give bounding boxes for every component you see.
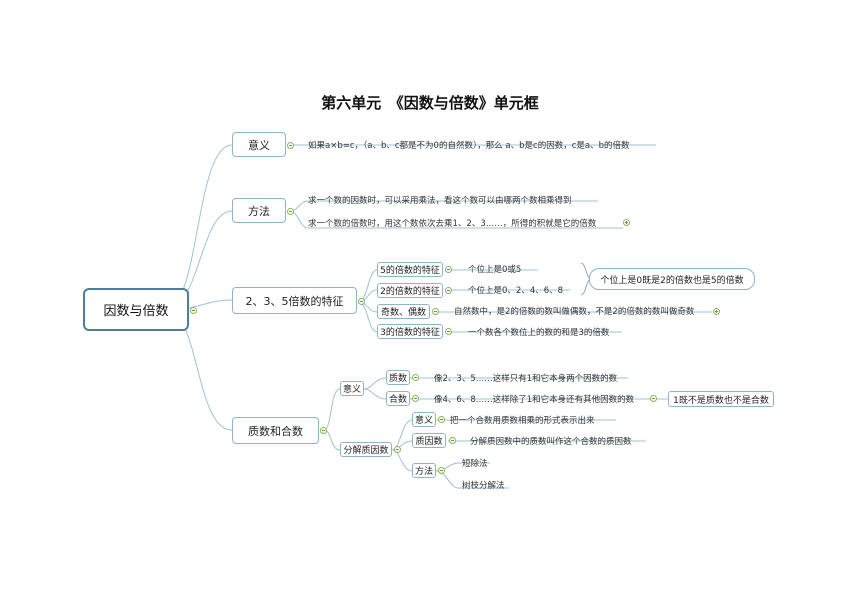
prime-factor-collapse-toggle[interactable] bbox=[449, 437, 456, 444]
method-multiple-text: 求一个数的倍数时，用这个数依次去乘1、2、3……，所得的积就是它的倍数 bbox=[308, 219, 597, 229]
factorization-meaning-collapse-toggle[interactable] bbox=[438, 416, 445, 423]
factorization-method-node[interactable]: 方法 bbox=[412, 463, 436, 478]
feature-three-collapse-toggle[interactable] bbox=[445, 328, 452, 335]
factorization-collapse-toggle[interactable] bbox=[394, 446, 401, 453]
page-title: 第六单元 《因数与倍数》单元框 bbox=[321, 94, 539, 112]
branch-primes-collapse-toggle[interactable] bbox=[320, 427, 327, 434]
one-note-text: 1既不是质数也不是合数 bbox=[673, 395, 769, 406]
feature-odd-even-label: 奇数、偶数 bbox=[380, 308, 426, 318]
factorization-meaning-node[interactable]: 意义 bbox=[412, 412, 436, 427]
feature-five-label: 5的倍数的特征 bbox=[380, 266, 440, 276]
factorization-method-collapse-toggle[interactable] bbox=[438, 467, 445, 474]
factorization-node[interactable]: 分解质因数 bbox=[340, 442, 392, 457]
branch-features-label: 2、3、5倍数的特征 bbox=[245, 294, 344, 308]
prime-collapse-toggle[interactable] bbox=[412, 374, 419, 381]
feature-three-node[interactable]: 3的倍数的特征 bbox=[377, 324, 443, 339]
branch-meaning-label: 意义 bbox=[248, 138, 270, 152]
feature-five-text: 个位上是0或5 bbox=[468, 265, 522, 275]
branch-meaning-collapse-toggle[interactable] bbox=[287, 142, 294, 149]
method-multiple-expand-toggle[interactable] bbox=[623, 219, 630, 226]
factorization-meaning-text: 把一个合数用质数相乘的形式表示出来 bbox=[450, 416, 595, 426]
feature-combined-text: 个位上是0既是2的倍数也是5的倍数 bbox=[600, 275, 744, 286]
factorization-label: 分解质因数 bbox=[343, 446, 389, 456]
feature-two-node[interactable]: 2的倍数的特征 bbox=[377, 283, 443, 298]
root-collapse-toggle[interactable] bbox=[190, 307, 197, 314]
composite-note-collapse-toggle[interactable] bbox=[650, 395, 657, 402]
meaning-definition-text: 如果a×b=c，（a、b、c都是不为0的自然数），那么 a、b是c的因数，c是a… bbox=[308, 141, 630, 151]
primes-meaning-node[interactable]: 意义 bbox=[340, 381, 364, 396]
feature-odd-even-collapse-toggle[interactable] bbox=[432, 308, 439, 315]
one-note-node[interactable]: 1既不是质数也不是合数 bbox=[668, 391, 774, 407]
feature-three-text: 一个数各个数位上的数的和是3的倍数 bbox=[468, 328, 610, 338]
short-division-text: 短除法 bbox=[462, 459, 488, 469]
feature-odd-even-text: 自然数中，是2的倍数的数叫做偶数，不是2的倍数的数叫做奇数 bbox=[454, 307, 695, 317]
feature-two-label: 2的倍数的特征 bbox=[380, 287, 440, 297]
feature-two-collapse-toggle[interactable] bbox=[445, 287, 452, 294]
composite-label: 合数 bbox=[388, 395, 407, 405]
feature-five-node[interactable]: 5的倍数的特征 bbox=[377, 262, 443, 277]
branch-primes[interactable]: 质数和合数 bbox=[232, 417, 319, 444]
factorization-meaning-label: 意义 bbox=[414, 416, 433, 426]
feature-odd-even-node[interactable]: 奇数、偶数 bbox=[377, 304, 430, 319]
feature-five-collapse-toggle[interactable] bbox=[445, 266, 452, 273]
prime-factor-text: 分解质因数中的质数叫作这个合数的质因数 bbox=[470, 437, 632, 447]
feature-combined-note[interactable]: 个位上是0既是2的倍数也是5的倍数 bbox=[589, 268, 755, 290]
prime-node[interactable]: 质数 bbox=[386, 370, 410, 385]
branch-method-label: 方法 bbox=[248, 204, 270, 218]
branch-primes-label: 质数和合数 bbox=[248, 424, 303, 438]
primes-meaning-label: 意义 bbox=[342, 385, 361, 395]
branch-method[interactable]: 方法 bbox=[232, 198, 286, 223]
branch-features[interactable]: 2、3、5倍数的特征 bbox=[232, 287, 357, 314]
composite-node[interactable]: 合数 bbox=[386, 391, 410, 406]
branch-meaning[interactable]: 意义 bbox=[232, 132, 286, 157]
factor-tree-text: 树枝分解法 bbox=[462, 481, 505, 491]
root-label: 因数与倍数 bbox=[103, 304, 169, 319]
method-factor-text: 求一个数的因数时，可以采用乘法，看这个数可以由哪两个数相乘得到 bbox=[308, 196, 572, 206]
composite-definition-text: 像4、6、8……这样除了1和它本身还有其他因数的数 bbox=[434, 395, 635, 405]
prime-factor-label: 质因数 bbox=[415, 437, 443, 447]
feature-two-text: 个位上是0、2、4、6、8 bbox=[468, 286, 564, 296]
prime-label: 质数 bbox=[388, 374, 407, 384]
prime-definition-text: 像2、3、5……这样只有1和它本身两个因数的数 bbox=[434, 374, 618, 384]
feature-odd-even-expand-toggle[interactable] bbox=[713, 308, 720, 315]
root-node[interactable]: 因数与倍数 bbox=[83, 288, 189, 331]
branch-features-collapse-toggle[interactable] bbox=[358, 298, 365, 305]
feature-three-label: 3的倍数的特征 bbox=[380, 328, 440, 338]
branch-method-collapse-toggle[interactable] bbox=[287, 208, 294, 215]
factorization-method-label: 方法 bbox=[414, 467, 433, 477]
prime-factor-node[interactable]: 质因数 bbox=[412, 433, 446, 448]
composite-collapse-toggle[interactable] bbox=[412, 395, 419, 402]
